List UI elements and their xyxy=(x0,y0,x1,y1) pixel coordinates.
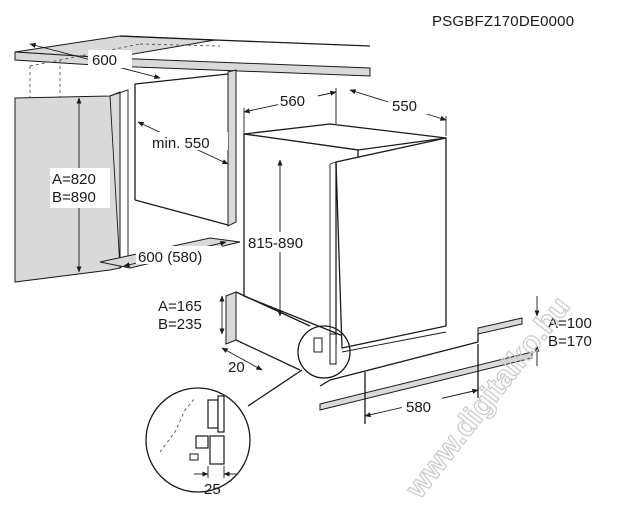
dim-appliance-depth: 550 xyxy=(392,98,417,115)
dim-plinth-left-b: B=235 xyxy=(158,316,202,333)
product-code: PSGBFZ170DE0000 xyxy=(432,13,574,30)
dim-plinth-right-a: A=100 xyxy=(548,315,592,332)
hinge-small xyxy=(313,333,337,365)
dim-plinth-width: 580 xyxy=(406,399,431,416)
dim-niche-bottom-depth: 600 (580) xyxy=(138,249,202,266)
dim-niche-height-a: A=820 xyxy=(52,171,96,188)
dim-cabinet-width: 600 xyxy=(92,52,117,69)
dim-niche-min-depth: min. 550 xyxy=(152,135,210,152)
detail-callout-small xyxy=(297,325,351,379)
plinth-left xyxy=(225,291,311,371)
dim-plinth-right-b: B=170 xyxy=(548,333,592,350)
dim-niche-height-b: B=890 xyxy=(52,189,96,206)
dim-detail-gap: 25 xyxy=(204,481,221,498)
dim-niche-height: A=820 B=890 xyxy=(52,171,100,206)
dim-plinth-left-offset: 20 xyxy=(228,359,245,376)
dim-plinth-left: A=165 B=235 xyxy=(158,298,206,333)
hinge-detail xyxy=(159,395,225,478)
dim-plinth-left-a: A=165 xyxy=(158,298,202,315)
detail-callout-large xyxy=(145,387,251,493)
dim-appliance-height: 815-890 xyxy=(248,235,303,252)
dim-appliance-width: 560 xyxy=(280,93,305,110)
appliance-body xyxy=(243,123,447,353)
dim-plinth-right: A=100 B=170 xyxy=(548,315,596,350)
